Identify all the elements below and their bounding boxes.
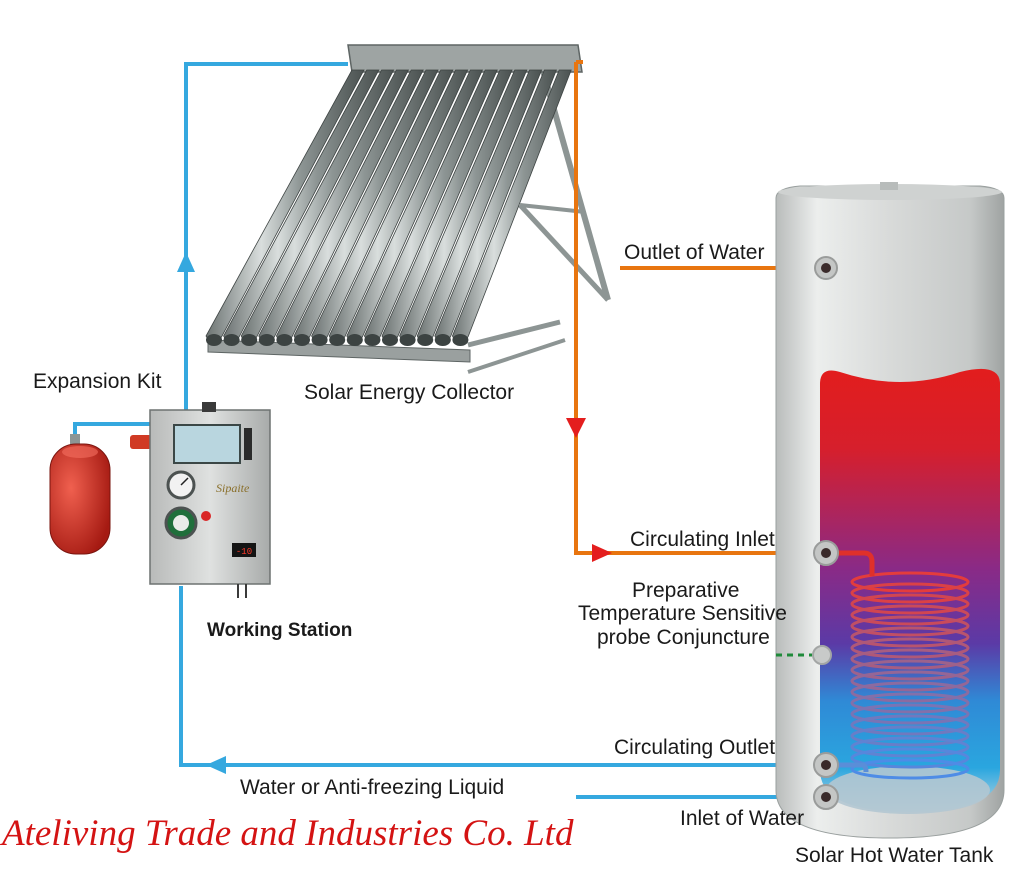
vacuum-tube-cap (382, 334, 398, 346)
company-name: Ateliving Trade and Industries Co. Ltd (2, 813, 574, 854)
label-water-or-antifreeze: Water or Anti-freezing Liquid (240, 776, 505, 799)
coil-turn (850, 703, 970, 725)
label-solar-hot-water-tank: Solar Hot Water Tank (795, 844, 994, 867)
vacuum-tube-cap (452, 334, 469, 346)
vacuum-tube-cap (241, 334, 258, 346)
expansion-tank (49, 434, 111, 555)
label-solar-collector: Solar Energy Collector (304, 381, 515, 404)
coil-turn (850, 604, 970, 626)
coil-turn (850, 714, 970, 736)
coil-turn (850, 692, 970, 714)
solar-collector (205, 44, 611, 374)
label-outlet-of-water: Outlet of Water (624, 241, 765, 264)
vacuum-tube-cap (434, 334, 451, 346)
coil-turn (850, 747, 970, 769)
vacuum-tubes (205, 69, 572, 346)
label-inlet-of-water: Inlet of Water (680, 807, 805, 830)
vacuum-tube-cap (346, 334, 363, 346)
coil-turn (850, 725, 970, 747)
vacuum-tube-cap (223, 334, 240, 346)
coil-turn (850, 670, 970, 692)
coil-turn (850, 571, 970, 593)
down-arrow-icon (566, 418, 586, 438)
vacuum-tube-cap (294, 334, 310, 346)
right-arrow-icon (592, 544, 612, 562)
controller-screen (173, 424, 241, 464)
vacuum-tube-cap (329, 334, 346, 346)
coil-turn (850, 615, 970, 637)
up-arrow-icon (177, 252, 195, 272)
vacuum-tube-cap (399, 334, 416, 346)
coil-turn (850, 681, 970, 703)
label-sensor-probe-line1: Preparative (632, 579, 740, 602)
label-sensor-probe-line2: Temperature Sensitive (578, 602, 787, 625)
label-sensor-probe-line3: probe Conjuncture (597, 626, 770, 649)
vacuum-tube-cap (258, 334, 275, 346)
coil-turn (850, 648, 970, 670)
coil-turn (850, 758, 970, 780)
heat-exchange-coil (850, 571, 970, 780)
vacuum-tube-cap (276, 334, 293, 346)
station-display-readout: -10 (236, 547, 252, 557)
vacuum-tube-cap (364, 334, 381, 346)
vacuum-tube-cap (206, 334, 222, 346)
label-circulating-outlet: Circulating Outlet (614, 736, 776, 759)
station-brand-mark: Sipaite (216, 481, 250, 495)
working-station: Sipaite -10 (130, 402, 271, 598)
coil-turn (850, 659, 970, 681)
label-expansion-kit: Expansion Kit (33, 370, 162, 393)
left-arrow-icon (206, 756, 226, 774)
sensor-port (812, 645, 832, 665)
hot-water-tank (775, 182, 1005, 839)
coil-turn (850, 582, 970, 604)
label-working-station: Working Station (207, 620, 353, 641)
coil-turn (850, 593, 970, 615)
coil-turn (850, 637, 970, 659)
vacuum-tube-cap (417, 334, 434, 346)
coil-turn (850, 626, 970, 648)
label-circulating-inlet: Circulating Inlet (630, 528, 775, 551)
vacuum-tube-cap (311, 334, 328, 346)
coil-turn (850, 736, 970, 758)
